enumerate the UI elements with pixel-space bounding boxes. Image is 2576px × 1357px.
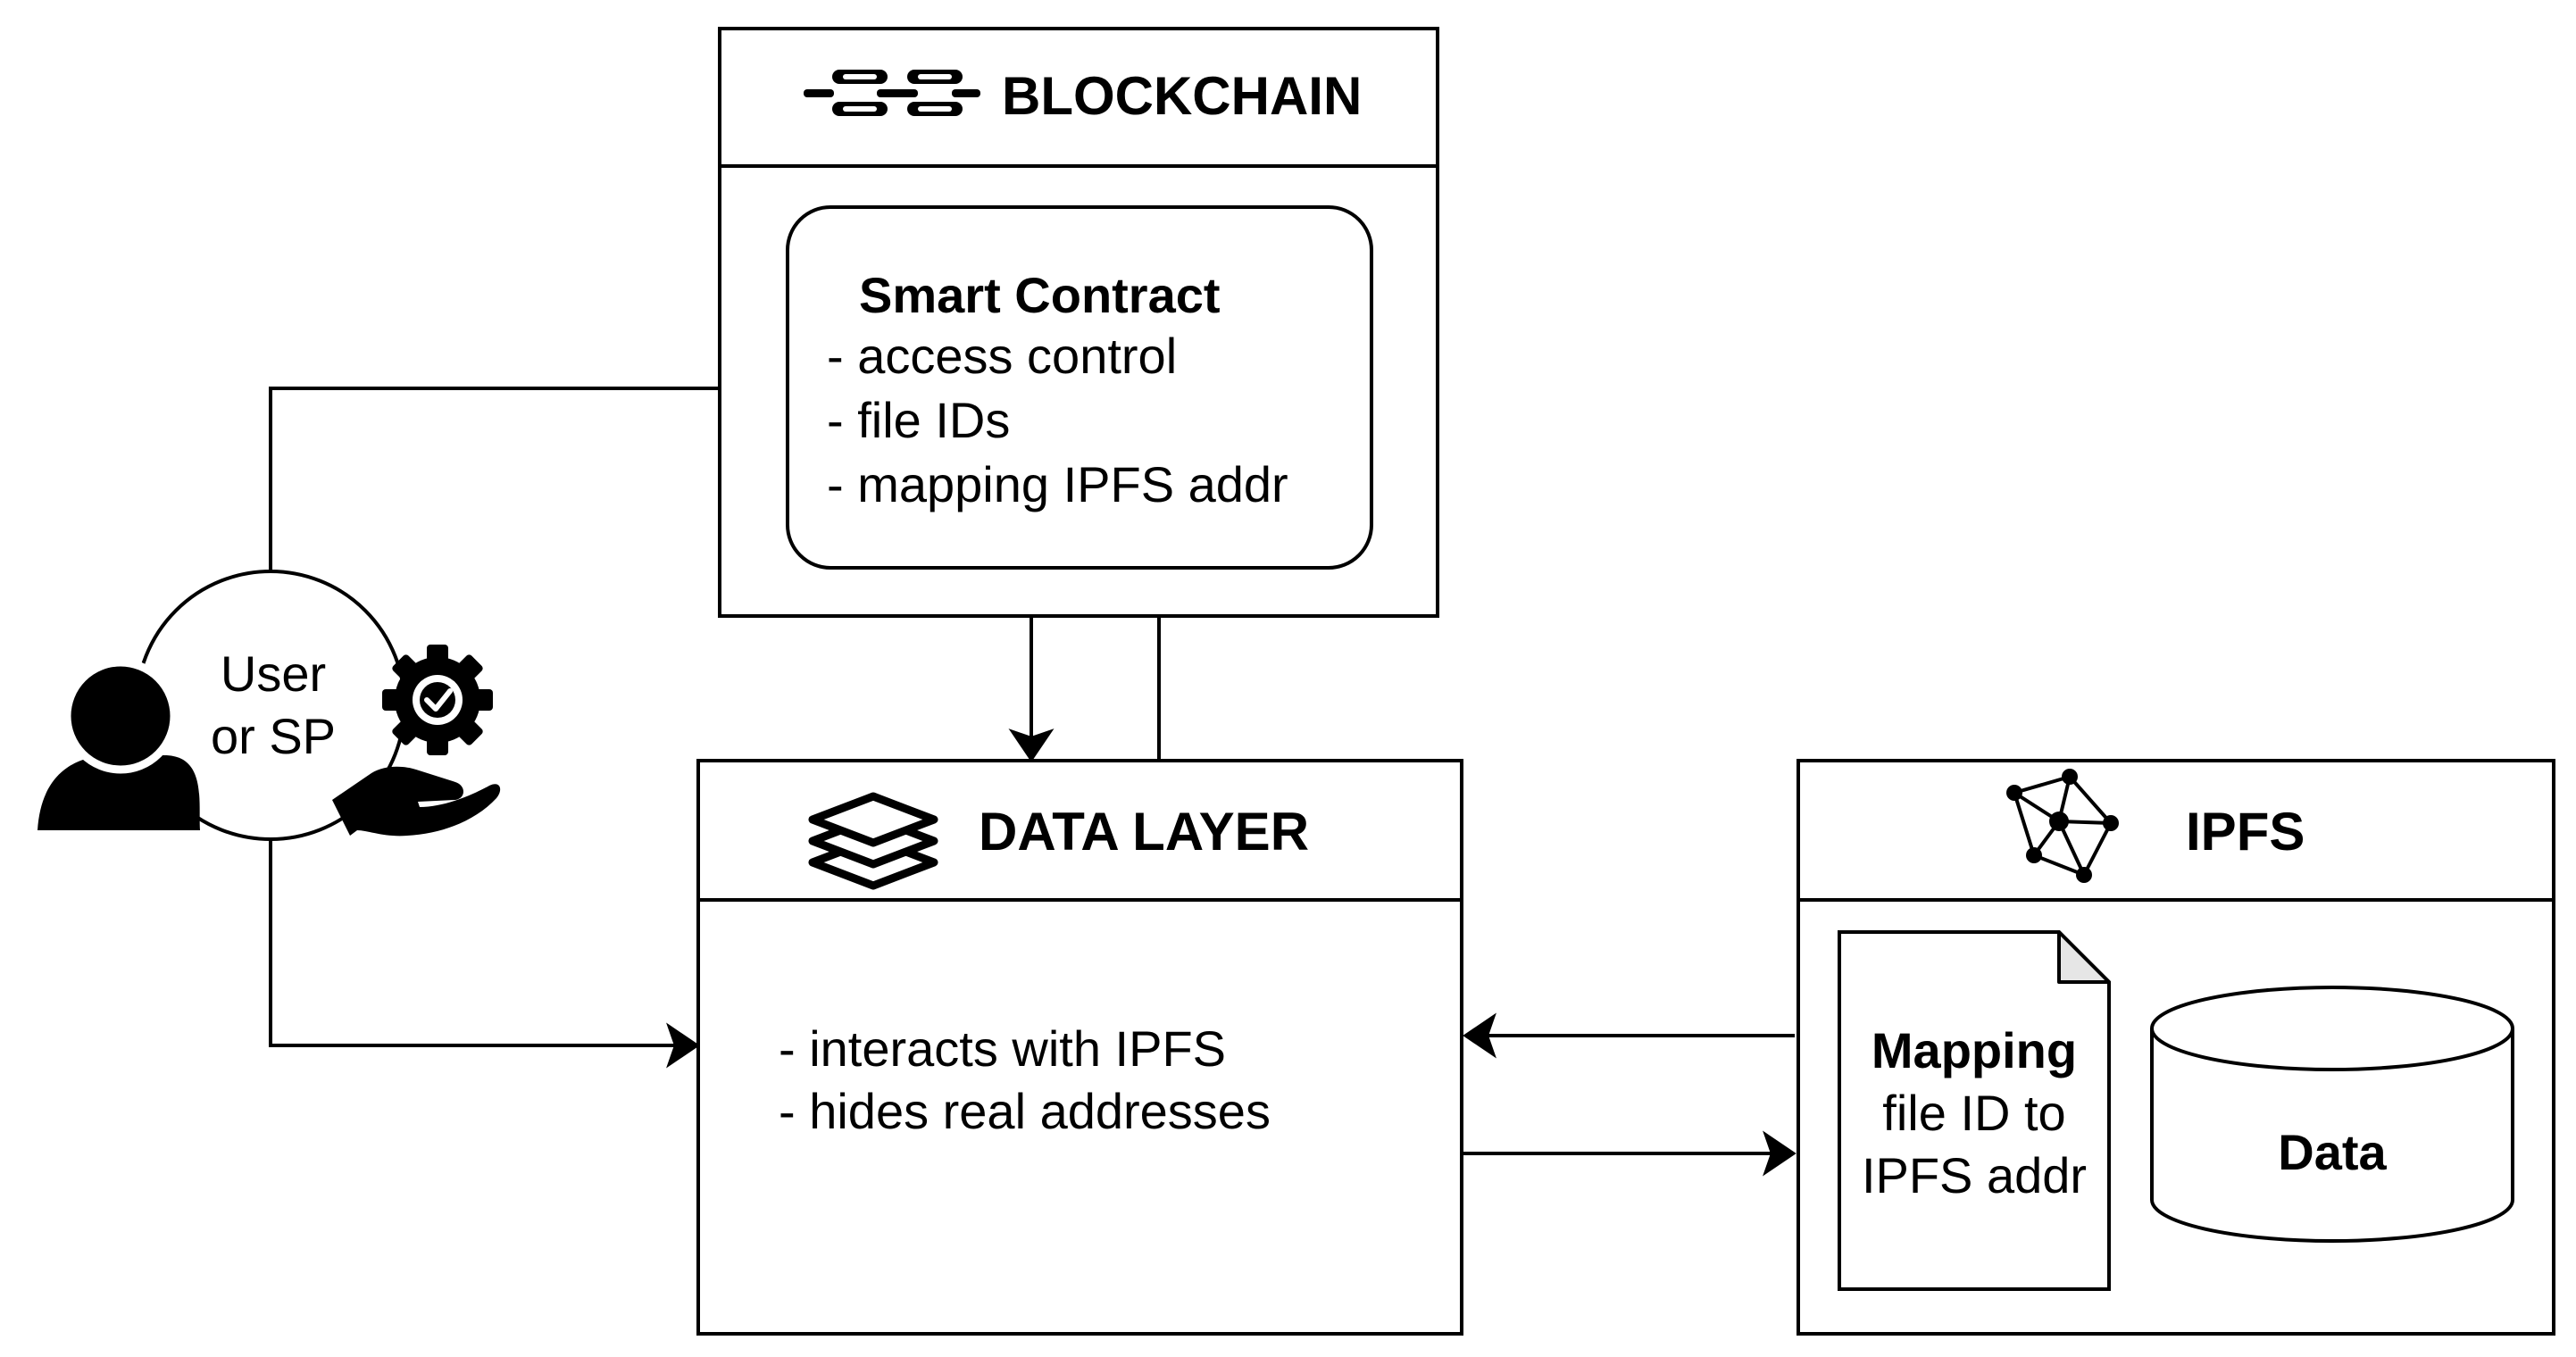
smart-contract-line: - access control	[827, 328, 1177, 384]
ipfs-container: IPFS Mapping file ID to IPFS addr Data	[1797, 759, 2555, 1336]
gear-check-icon	[382, 645, 493, 755]
smart-contract-title: Smart Contract	[859, 267, 1221, 323]
mapping-line: IPFS addr	[1862, 1147, 2087, 1203]
data-cylinder: Data	[2150, 986, 2514, 1243]
actor-label-line: or SP	[211, 708, 336, 764]
chain-link-icon	[804, 70, 980, 116]
arrow-user-to-data-layer	[269, 839, 692, 1047]
smart-contract-line: - mapping IPFS addr	[827, 456, 1288, 512]
hand-icon	[332, 766, 501, 837]
mapping-line: file ID to	[1882, 1085, 2065, 1141]
data-layer-container: DATA LAYER - interacts with IPFS - hides…	[696, 759, 1463, 1336]
layers-icon	[808, 792, 938, 890]
user-icon	[38, 658, 200, 830]
mapping-title: Mapping	[1872, 1022, 2077, 1078]
ipfs-title: IPFS	[2186, 802, 2305, 862]
data-layer-line: - hides real addresses	[779, 1083, 1271, 1139]
data-layer-line: - interacts with IPFS	[779, 1020, 1226, 1077]
network-nodes-icon	[2006, 769, 2119, 883]
mapping-document: Mapping file ID to IPFS addr	[1838, 930, 2111, 1291]
data-layer-title: DATA LAYER	[979, 802, 1309, 862]
smart-contract-box: Smart Contract - access control - file I…	[786, 205, 1373, 570]
actor-group: User or SP	[38, 570, 501, 841]
actor-label-line: User	[221, 645, 326, 702]
blockchain-container: BLOCKCHAIN Smart Contract - access contr…	[718, 27, 1439, 618]
blockchain-title: BLOCKCHAIN	[1002, 66, 1362, 126]
smart-contract-line: - file IDs	[827, 392, 1010, 448]
data-store-label: Data	[2278, 1124, 2387, 1180]
arrow-user-to-smart-contract	[269, 387, 786, 571]
